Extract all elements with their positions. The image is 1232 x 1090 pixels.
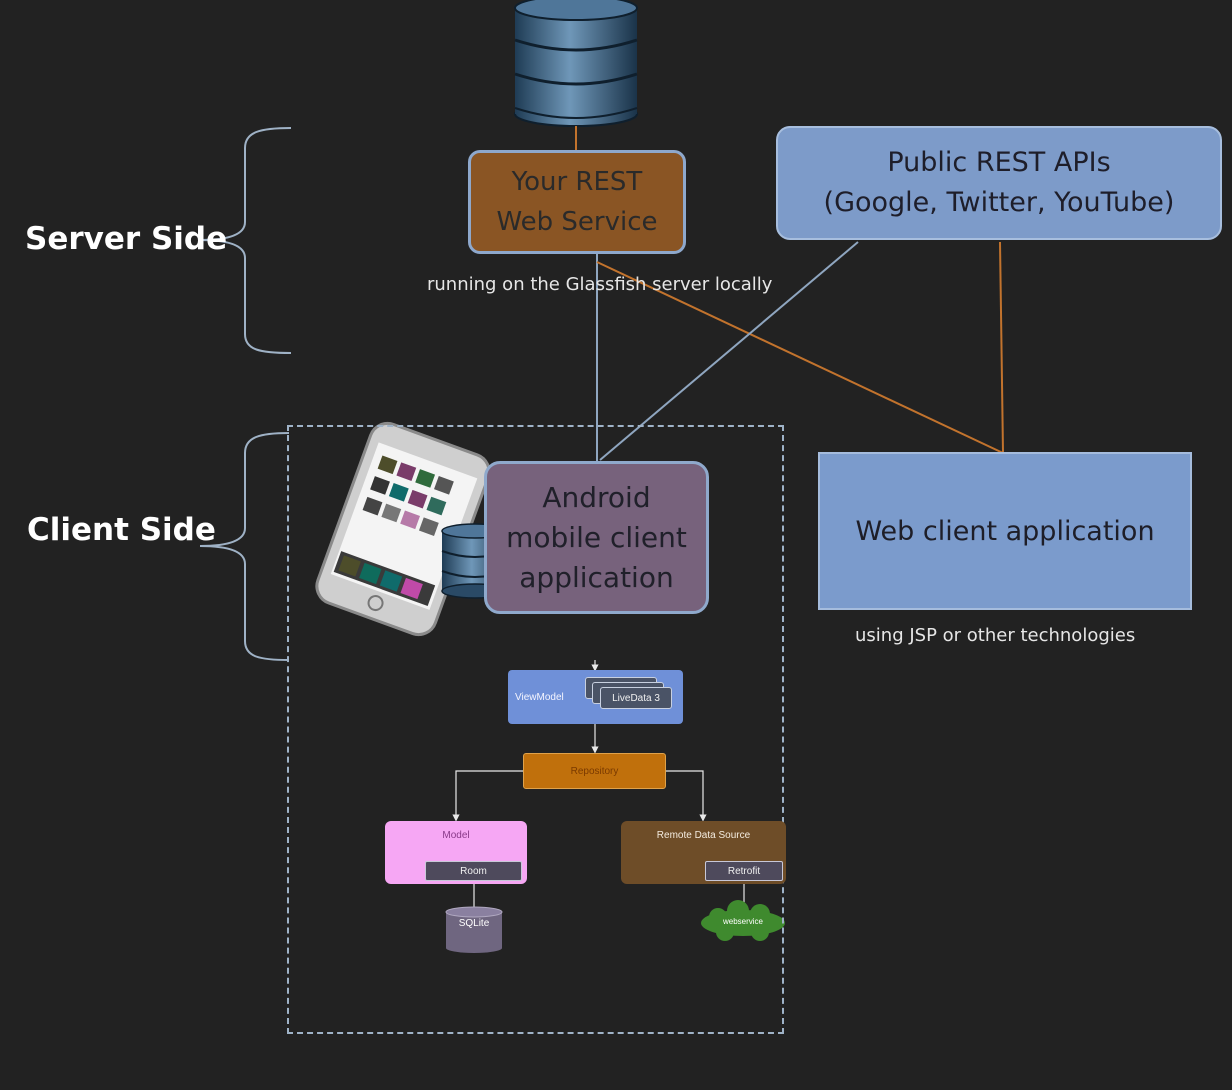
sqlite-database-icon (445, 906, 503, 953)
server-database-icon (514, 0, 638, 127)
client-area-boundary (287, 425, 784, 1034)
apis-to-webclient-link (999, 241, 1004, 454)
client-side-brace (199, 432, 290, 661)
web-client-box[interactable]: Web client application (818, 452, 1192, 610)
model-label: Model (442, 830, 470, 841)
server-side-brace (199, 127, 292, 354)
rest-web-service-box[interactable]: Your REST Web Service (468, 150, 686, 254)
client-side-label: Client Side (27, 512, 216, 548)
sqlite-label: SQLite (458, 918, 490, 929)
rest-to-webclient-link (596, 261, 1004, 454)
remote-data-source-label: Remote Data Source (656, 830, 751, 841)
cloud-icon (701, 900, 785, 941)
server-side-label: Server Side (25, 221, 228, 257)
viewmodel-label: ViewModel (515, 692, 564, 703)
retrofit-box: Retrofit (705, 861, 783, 881)
public-rest-apis-box[interactable]: Public REST APIs (Google, Twitter, YouTu… (776, 126, 1222, 240)
rest-service-caption: running on the Glassfish server locally (427, 274, 773, 295)
repository-box: Repository (523, 753, 666, 789)
room-box: Room (425, 861, 522, 881)
android-client-box[interactable]: Android mobile client application (484, 461, 709, 614)
apis-to-android-link (599, 241, 859, 461)
webservice-label: webservice (722, 917, 763, 926)
livedata-box: LiveData 3 (600, 687, 672, 709)
web-client-caption: using JSP or other technologies (855, 625, 1136, 646)
